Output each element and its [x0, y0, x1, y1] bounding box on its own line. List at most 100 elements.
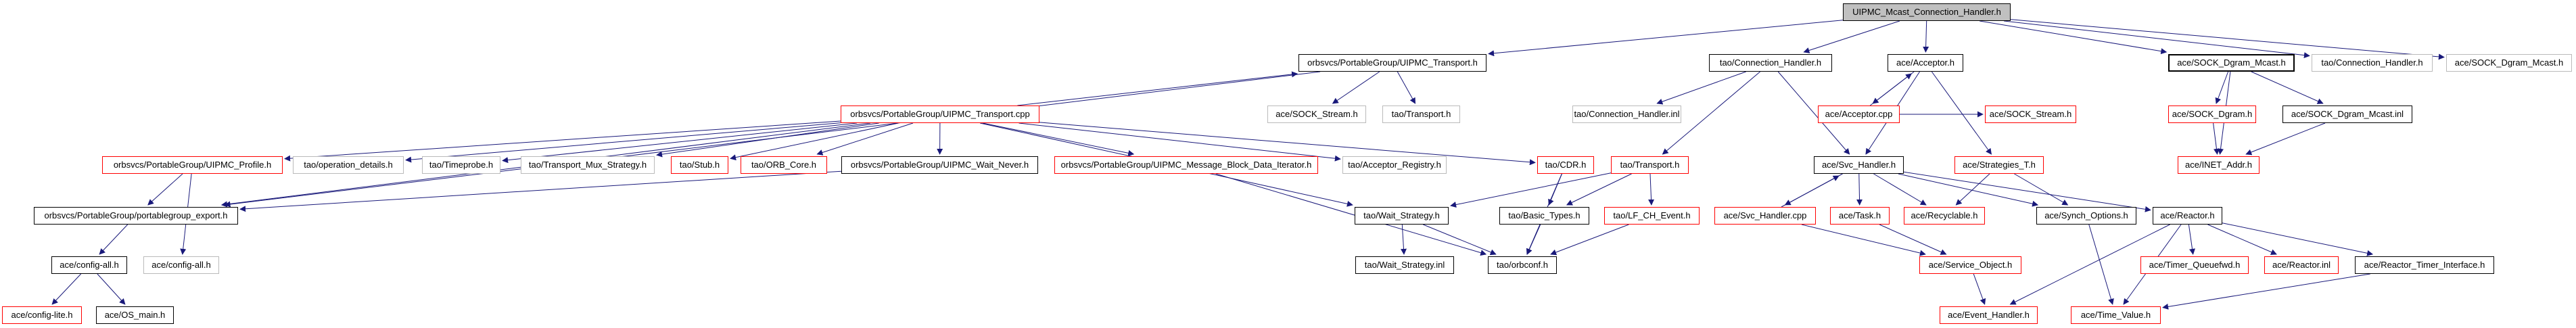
graph-node-uipmc-transport-h[interactable]: orbsvcs/PortableGroup/UIPMC_Transport.h — [1298, 54, 1486, 72]
edge-ace_reactor_h-to-ace_reactor_inl — [2207, 224, 2277, 255]
graph-node-tao-wait-strategy-inl[interactable]: tao/Wait_Strategy.inl — [1355, 256, 1454, 274]
edge-uipmc_transport_cpp-to-tao_orb_core_h — [816, 122, 914, 156]
graph-node-ace-timer-queuefwd-h[interactable]: ace/Timer_Queuefwd.h — [2140, 256, 2249, 274]
edge-ace_synch_options_h-to-ace_time_value_h — [2088, 224, 2114, 305]
graph-node-tao-orb-core-h[interactable]: tao/ORB_Core.h — [741, 156, 827, 174]
edge-uipmc_transport_h-to-tao_transport_h2 — [1397, 71, 1416, 104]
graph-node-ace-svc-handler-cpp[interactable]: ace/Svc_Handler.cpp — [1714, 207, 1816, 225]
edge-uipmc_transport_cpp-to-uipmc_transport_h — [1017, 71, 1298, 106]
edge-tao_lf_ch_event_h-to-tao_orbconf_h — [1550, 224, 1629, 256]
edge-uipmc_transport_cpp-to-tao_stub_h — [730, 122, 899, 161]
graph-node-ace-config-all-h[interactable]: ace/config-all.h — [51, 256, 127, 274]
edge-ace_task_h-to-ace_service_object_h — [1879, 224, 1947, 255]
edge-ace_strategies_t_h-to-ace_recyclable_h — [1955, 173, 1990, 206]
edge-tao_wait_strategy_h-to-tao_wait_strategy_inl — [1401, 224, 1407, 255]
edge-uipmc_transport_cpp-to-tao_cdr_h — [1039, 122, 1536, 166]
graph-node-ace-sock-stream-h[interactable]: ace/SOCK_Stream.h — [1985, 106, 2076, 123]
edge-ace_acceptor_h-to-ace_strategies_t_h — [1931, 71, 1992, 155]
edge-ace_svc_handler_cpp-to-ace_svc_handler_h — [1781, 175, 1840, 208]
edge-ace_reactor_h-to-ace_timer_queuefwd_h — [2188, 224, 2196, 255]
graph-node-ace-event-handler-h[interactable]: ace/Event_Handler.h — [1940, 306, 2038, 324]
graph-node-ace-time-value-h[interactable]: ace/Time_Value.h — [2071, 306, 2161, 324]
graph-node-tao-stub-h[interactable]: tao/Stub.h — [671, 156, 728, 174]
graph-node-uipmc-wait-never-h[interactable]: orbsvcs/PortableGroup/UIPMC_Wait_Never.h — [841, 156, 1038, 174]
graph-node-uipmc-message-block-data-iterator-h[interactable]: orbsvcs/PortableGroup/UIPMC_Message_Bloc… — [1054, 156, 1318, 174]
edge-tao_connection_handler_h-to-ace_svc_handler_h — [1777, 71, 1850, 155]
graph-node-tao-orbconf-h[interactable]: tao/orbconf.h — [1488, 256, 1557, 274]
graph-node-tao-connection-handler-h[interactable]: tao/Connection_Handler.h — [1709, 54, 1832, 72]
edge-tao_transport_h-to-tao_lf_ch_event_h — [1648, 173, 1655, 206]
graph-node-ace-sock-dgram-mcast-h[interactable]: ace/SOCK_Dgram_Mcast.h — [2168, 54, 2295, 72]
edge-ace_strategies_t_h-to-ace_synch_options_h — [2014, 173, 2069, 206]
edge-tao_connection_handler_h-to-tao_connection_handler_inl — [1656, 71, 1746, 105]
edge-ace_service_object_h-to-ace_event_handler_h — [1973, 273, 1986, 305]
graph-node-tao-connection-handler-inl: tao/Connection_Handler.inl — [1572, 106, 1681, 123]
edge-ace_svc_handler_h-to-ace_recyclable_h — [1873, 173, 1927, 206]
edge-tao_transport_h-to-tao_wait_strategy_h — [1450, 172, 1612, 208]
graph-node-tao-transport-h[interactable]: tao/Transport.h — [1611, 156, 1689, 174]
graph-node-tao-lf-ch-event-h[interactable]: tao/LF_CH_Event.h — [1604, 207, 1700, 225]
graph-node-ace-svc-handler-h[interactable]: ace/Svc_Handler.h — [1814, 156, 1904, 174]
edge-root-to-ace_sock_dgram_mcast_h — [1980, 20, 2168, 55]
graph-node-ace-strategies-t-h[interactable]: ace/Strategies_T.h — [1954, 156, 2044, 174]
graph-node-ace-reactor-timer-interface-h[interactable]: ace/Reactor_Timer_Interface.h — [2355, 256, 2494, 274]
edge-uipmc_profile_h-to-portablegroup_export_h — [147, 173, 183, 206]
edge-ace_svc_handler_h-to-ace_synch_options_h — [1898, 173, 2039, 207]
graph-node-portablegroup-export-h[interactable]: orbsvcs/PortableGroup/portablegroup_expo… — [34, 207, 238, 225]
edge-tao_transport_h-to-tao_basic_types_h — [1566, 173, 1632, 206]
edge-uipmc_transport_cpp-to-uipmc_message_block_data_iterator_h — [982, 122, 1135, 156]
graph-node-ace-reactor-inl[interactable]: ace/Reactor.inl — [2264, 256, 2339, 274]
graph-node-ace-sock-dgram-mcast-inl[interactable]: ace/SOCK_Dgram_Mcast.inl — [2282, 106, 2412, 123]
graph-node-ace-sock-dgram-h[interactable]: ace/SOCK_Dgram.h — [2168, 106, 2256, 123]
edge-uipmc_transport_cpp-to-tao_timeprobe_h — [502, 122, 858, 164]
graph-node-tao-wait-strategy-h[interactable]: tao/Wait_Strategy.h — [1355, 207, 1449, 225]
edge-root-to-ace_sock_dgram_mcast_h2 — [2010, 19, 2445, 60]
graph-node-tao-transport-mux-strategy-h: tao/Transport_Mux_Strategy.h — [521, 156, 655, 174]
edge-ace_svc_handler_h-to-ace_task_h — [1856, 173, 1863, 206]
graph-node-tao-operation-details-h: tao/operation_details.h — [293, 156, 404, 174]
edge-ace_reactor_timer_interface_h-to-ace_time_value_h — [2162, 273, 2370, 310]
graph-node-tao-cdr-h[interactable]: tao/CDR.h — [1537, 156, 1594, 174]
graph-node-tao-basic-types-h[interactable]: tao/Basic_Types.h — [1499, 207, 1589, 225]
edge-uipmc_transport_cpp-to-uipmc_profile_h — [284, 120, 841, 162]
edge-uipmc_wait_never_h-to-portablegroup_export_h — [239, 170, 842, 212]
edge-ace_config_all_h-to-ace_os_main_h — [97, 273, 126, 305]
edge-ace_sock_dgram_mcast_h-to-ace_sock_dgram_h — [2215, 71, 2229, 104]
graph-node-ace-config-all-h2: ace/config-all.h — [143, 256, 219, 274]
graph-node-ace-service-object-h[interactable]: ace/Service_Object.h — [1919, 256, 2021, 274]
graph-node-ace-acceptor-cpp[interactable]: ace/Acceptor.cpp — [1818, 106, 1900, 123]
edge-root-to-tao_connection_handler_h — [1803, 20, 1900, 53]
edge-root-to-uipmc_transport_h — [1488, 20, 1844, 57]
edge-uipmc_transport_cpp-to-tao_acceptor_registry_h — [1018, 122, 1341, 162]
graph-node-ace-inet-addr-h[interactable]: ace/INET_Addr.h — [2178, 156, 2259, 174]
edge-uipmc_transport_cpp-to-tao_operation_details_h — [405, 122, 841, 163]
edge-uipmc_message_block_data_iterator_h-to-tao_orbconf_h — [1215, 173, 1487, 256]
edge-ace_sock_dgram_mcast_h-to-ace_sock_dgram_mcast_inl — [2251, 71, 2324, 104]
edge-ace_svc_handler_cpp-to-ace_service_object_h — [1801, 224, 1926, 256]
edge-tao_connection_handler_h-to-tao_transport_h — [1662, 71, 1760, 155]
graph-node-tao-timeprobe-h: tao/Timeprobe.h — [422, 156, 500, 174]
graph-node-ace-config-lite-h[interactable]: ace/config-lite.h — [2, 306, 82, 324]
edge-ace_reactor_h-to-ace_event_handler_h — [2009, 224, 2170, 305]
edge-tao_wait_strategy_h-to-tao_orbconf_h — [1423, 224, 1497, 256]
graph-node-uipmc-transport-cpp[interactable]: orbsvcs/PortableGroup/UIPMC_Transport.cp… — [841, 106, 1039, 123]
edge-ace_config_all_h-to-ace_config_lite_h — [51, 273, 82, 305]
edge-uipmc_transport_cpp-to-tao_transport_mux_strategy_h — [656, 122, 879, 158]
graph-node-ace-sock-dgram-mcast-h2: ace/SOCK_Dgram_Mcast.h — [2446, 54, 2572, 72]
graph-node-ace-sock-stream-h2: ace/SOCK_Stream.h — [1267, 106, 1366, 123]
graph-node-ace-acceptor-h[interactable]: ace/Acceptor.h — [1888, 54, 1963, 72]
graph-node-ace-os-main-h[interactable]: ace/OS_main.h — [96, 306, 174, 324]
edge-ace_reactor_h-to-ace_reactor_timer_interface_h — [2222, 222, 2374, 256]
graph-node-tao-acceptor-registry-h: tao/Acceptor_Registry.h — [1342, 156, 1447, 174]
graph-node-ace-recyclable-h[interactable]: ace/Recyclable.h — [1904, 207, 1985, 225]
edge-uipmc_transport_h-to-ace_sock_stream_h2 — [1332, 71, 1380, 104]
graph-node-ace-reactor-h[interactable]: ace/Reactor.h — [2153, 207, 2222, 225]
graph-node-uipmc-profile-h[interactable]: orbsvcs/PortableGroup/UIPMC_Profile.h — [102, 156, 283, 174]
edge-ace_svc_handler_h-to-ace_reactor_h — [1903, 171, 2151, 212]
graph-node-ace-task-h[interactable]: ace/Task.h — [1830, 207, 1890, 225]
edge-ace_sock_dgram_mcast_inl-to-ace_inet_addr_h — [2245, 122, 2326, 156]
graph-node-ace-synch-options-h[interactable]: ace/Synch_Options.h — [2036, 207, 2136, 225]
edge-root-to-tao_connection_handler_h2 — [2004, 20, 2310, 59]
